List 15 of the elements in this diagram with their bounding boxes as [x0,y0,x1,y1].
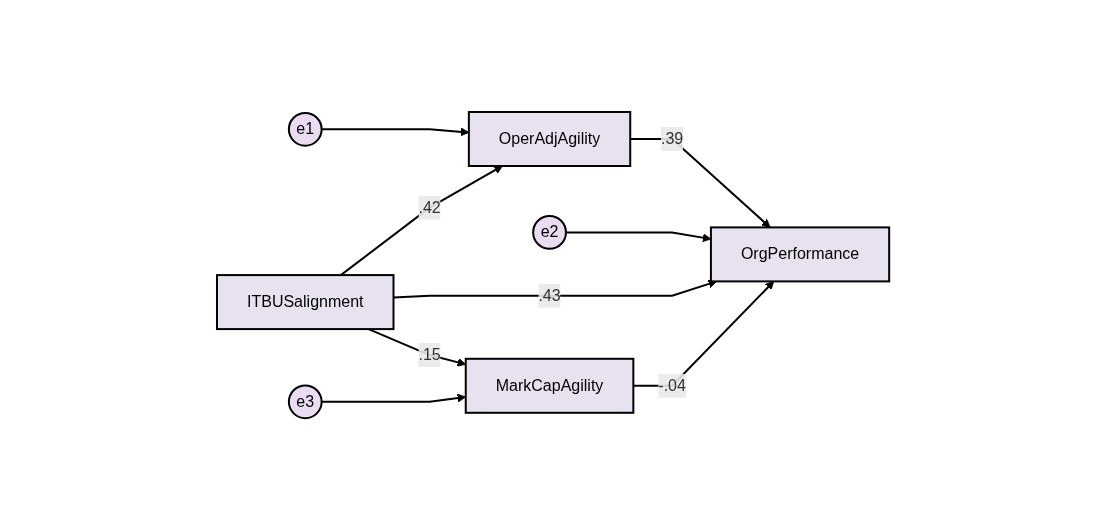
arrow [368,328,467,368]
arrow [340,166,504,277]
node-box: OrgPerformance [710,226,891,283]
edge-label: .39 [661,130,684,148]
edge-label: -.04 [658,377,687,395]
node-box: ITBUSalignment [216,274,395,331]
edge-label: .42 [418,199,442,217]
node-box: OperAdjAgility [468,111,632,168]
node-circle: e2 [532,215,568,251]
edge-label: .43 [538,287,562,305]
edge-label: .15 [418,346,442,364]
node-circle: e1 [288,112,324,148]
node-circle: e3 [288,384,324,420]
arrow [321,394,467,404]
node-box: MarkCapAgility [465,358,635,415]
